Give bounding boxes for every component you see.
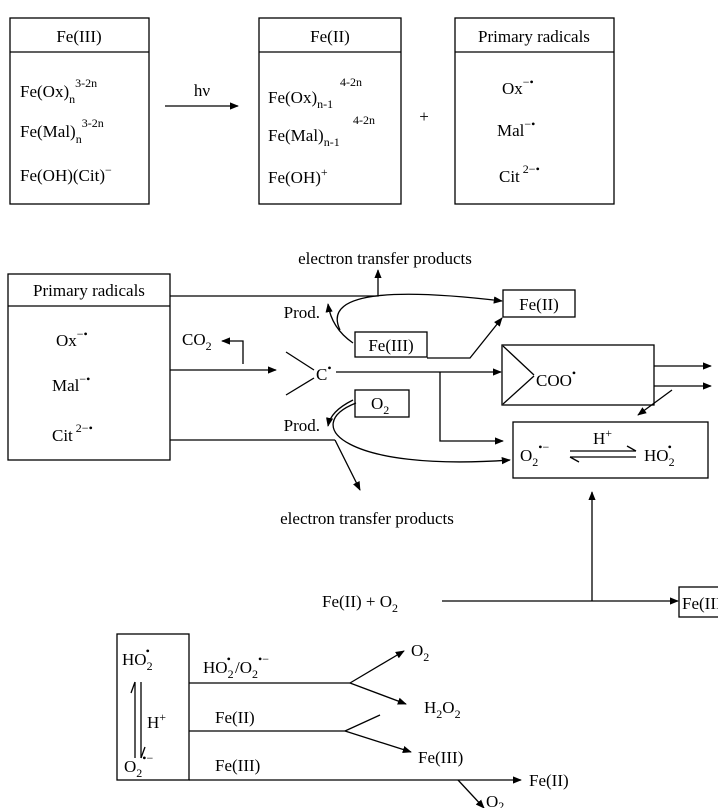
radicals-mid-frame (7, 273, 171, 461)
r1-to-h2o2-arrow (349, 682, 407, 705)
box-eq-left-head (130, 681, 136, 694)
box-ho2-label: HO2• (122, 644, 153, 673)
fe3-complex-box: Fe(III) Fe(Ox)n3-2n Fe(Mal)n3-2n Fe(OH)(… (9, 17, 150, 205)
fe3-box-frame (9, 17, 150, 205)
radicals-top-header: Primary radicals (478, 27, 590, 46)
h2o2-product: H2O2 (424, 698, 461, 721)
peroxyl-radical-box (501, 344, 655, 406)
peroxyl-bond-lower (502, 375, 535, 405)
electron-transfer-label-bottom: electron transfer products (280, 509, 454, 528)
fe3-cit-species: Fe(OH)(Cit)− (20, 163, 112, 185)
fe2-plus-o2-label: Fe(II) + O2 (322, 592, 398, 615)
fe3-to-o2-arrow (457, 779, 485, 808)
fe3-oxidant-label: Fe(III) (368, 336, 413, 355)
eq-superoxide: O2•− (520, 440, 549, 469)
prod-label-bottom: Prod. (284, 416, 320, 435)
fe2-ox-species: Fe(Ox)n-14-2n (268, 75, 362, 111)
o2-to-superoxide-arrow (332, 402, 511, 465)
fe2-product-label: Fe(II) (519, 295, 559, 314)
carbon-radical: C• (316, 361, 332, 384)
peroxyl-radical-label: COO• (536, 366, 576, 390)
r2-label: Fe(II) (215, 708, 255, 727)
superoxide-equilibrium-box (512, 421, 709, 479)
fe3-output-label: Fe(III) (682, 594, 718, 613)
prod-arrow-bottom (326, 399, 354, 427)
fe3-header: Fe(III) (56, 27, 101, 46)
radicals-top-frame (454, 17, 615, 205)
fe3-to-fe2-arrow (427, 317, 503, 359)
fe2-formation-arrow (336, 293, 503, 331)
r1-label: HO2• /O2•− (203, 652, 269, 681)
r2-to-h2o2-line (344, 714, 381, 732)
photolysis-arrow: hν (165, 81, 239, 110)
prod-label-top: Prod. (284, 303, 320, 322)
box-proton: H+ (147, 710, 166, 732)
co2-release-arrow (221, 337, 244, 364)
electron-transfer-label-top: electron transfer products (298, 249, 472, 268)
fe3-oxidant-box (354, 331, 428, 358)
fe3-output-box (678, 586, 718, 618)
peroxyl-to-superoxide-arrow (637, 389, 673, 416)
prod-arrow-top (325, 303, 354, 344)
fe2-product: Fe(II) (529, 771, 569, 790)
ho2-o2-box (116, 633, 190, 781)
fe2-mal-species: Fe(Mal)n-14-2n (268, 113, 375, 149)
eq-proton: H+ (593, 426, 612, 448)
fe3-mal-species: Fe(Mal)n3-2n (20, 116, 104, 146)
r3-label: Fe(III) (215, 756, 260, 775)
box-o2-label: O2•− (124, 751, 153, 780)
o2-product: O2 (411, 641, 429, 664)
fe2-product-box (502, 289, 576, 318)
o2-final-product: O2 (486, 792, 504, 808)
carbon-bond-upper (285, 351, 315, 371)
peroxyl-bond-upper (502, 345, 535, 376)
radical-ox-mid: Ox−• (56, 327, 88, 350)
radical-mal-mid: Mal−• (52, 372, 90, 395)
r1-to-o2-arrow (349, 650, 405, 684)
o2-reactant-label: O2 (371, 394, 389, 417)
electron-transfer-arrow-up (170, 269, 382, 297)
fe3-product: Fe(III) (418, 748, 463, 767)
fe2-header: Fe(II) (310, 27, 350, 46)
electron-transfer-arrow-down (334, 439, 361, 491)
fe2-box-frame (258, 17, 402, 205)
radicals-mid-header: Primary radicals (33, 281, 145, 300)
co2-label: CO2 (182, 330, 212, 353)
eq-forward-head (626, 445, 637, 452)
radical-mal-top: Mal−• (497, 117, 535, 140)
radical-ox-top: Ox−• (502, 75, 534, 98)
plus-sign: + (419, 107, 429, 126)
eq-reverse-head (569, 456, 580, 463)
hv-label: hν (194, 81, 211, 100)
fe2-oh-species: Fe(OH)+ (268, 165, 328, 187)
r2-to-fe3-arrow (344, 730, 412, 753)
fe2-complex-box: Fe(II) Fe(Ox)n-14-2n Fe(Mal)n-14-2n Fe(O… (258, 17, 402, 205)
carbon-to-superoxide-arrow (439, 372, 504, 445)
eq-hydroperoxyl: HO2• (644, 440, 675, 469)
carbon-bond-lower (285, 377, 315, 396)
box-eq-right-head (140, 746, 146, 759)
fe3-ox-species: Fe(Ox)n3-2n (20, 76, 97, 106)
